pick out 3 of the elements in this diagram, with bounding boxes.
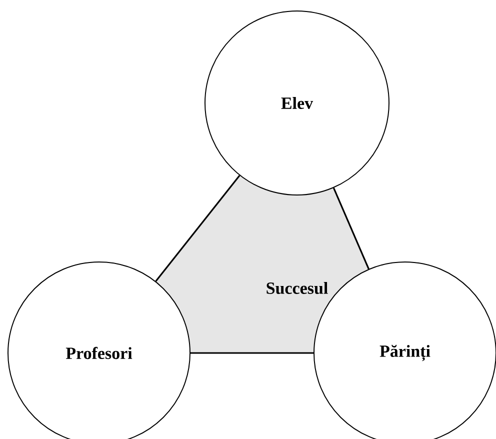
connector-line (190, 352, 314, 354)
connector-line (155, 175, 240, 282)
connector-line (332, 188, 370, 270)
